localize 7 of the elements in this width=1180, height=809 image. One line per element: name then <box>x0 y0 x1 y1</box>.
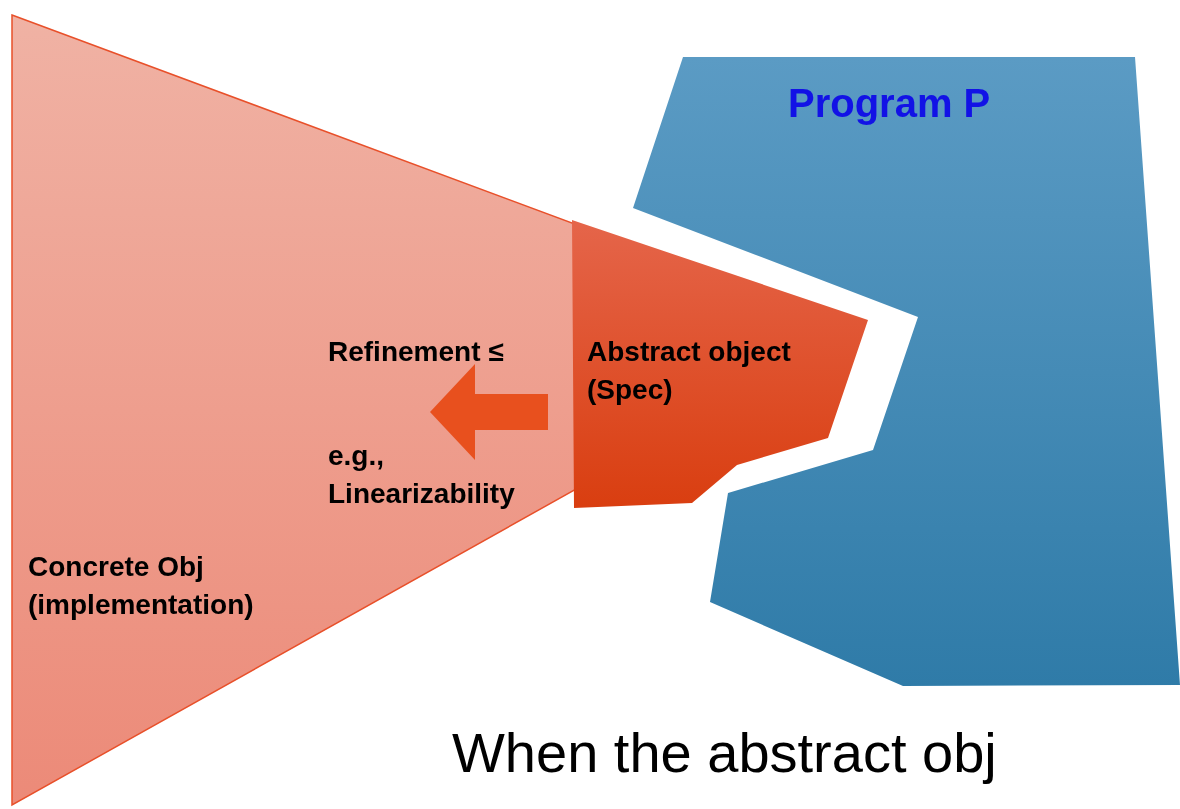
node-label: Abstract object (Spec) <box>587 335 792 407</box>
block-arrow <box>430 364 548 460</box>
note-text: e.g., Linearizability <box>328 439 516 511</box>
heading: Program P <box>788 80 992 127</box>
caption: When the abstract obj <box>452 720 997 786</box>
edge-label: Refinement ≤ <box>328 335 504 369</box>
node-label: Concrete Obj (implementation) <box>28 550 255 622</box>
